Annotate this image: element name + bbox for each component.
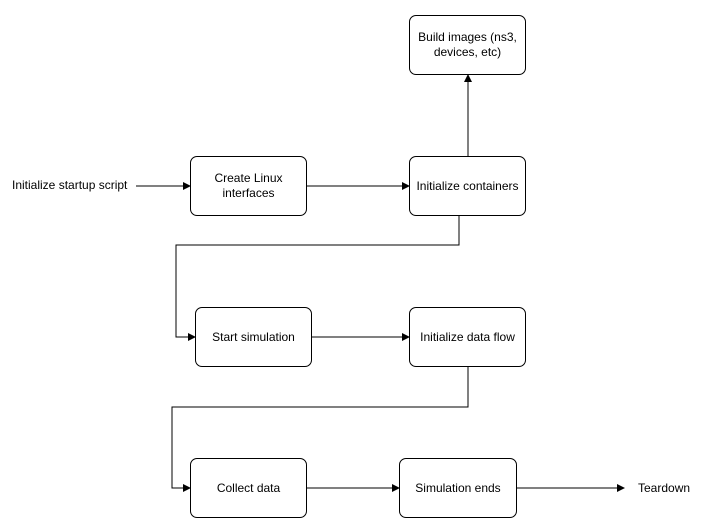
node-start-simulation-label: Start simulation [212, 329, 295, 344]
node-collect-data: Collect data [190, 458, 307, 518]
node-start-simulation: Start simulation [195, 307, 312, 367]
node-build-images: Build images (ns3, devices, etc) [409, 15, 526, 75]
edge-initialize-containers-to-start-simulation [175, 216, 460, 341]
node-simulation-ends-label: Simulation ends [415, 480, 501, 495]
start-label: Initialize startup script [12, 178, 128, 192]
node-build-images-label: Build images (ns3, devices, etc) [418, 30, 517, 59]
node-initialize-data-flow-label: Initialize data flow [420, 329, 515, 344]
end-label: Teardown [638, 481, 691, 495]
node-collect-data-label: Collect data [216, 480, 281, 495]
node-initialize-containers-label: Initialize containers [416, 178, 519, 193]
node-create-linux-interfaces: Create Linux interfaces [190, 156, 307, 216]
node-initialize-containers: Initialize containers [409, 156, 526, 216]
node-initialize-data-flow: Initialize data flow [409, 307, 526, 367]
node-create-linux-interfaces-label: Create Linux interfaces [214, 171, 283, 200]
edge-initialize-data-flow-to-collect-data [171, 367, 469, 492]
node-simulation-ends: Simulation ends [399, 458, 517, 518]
